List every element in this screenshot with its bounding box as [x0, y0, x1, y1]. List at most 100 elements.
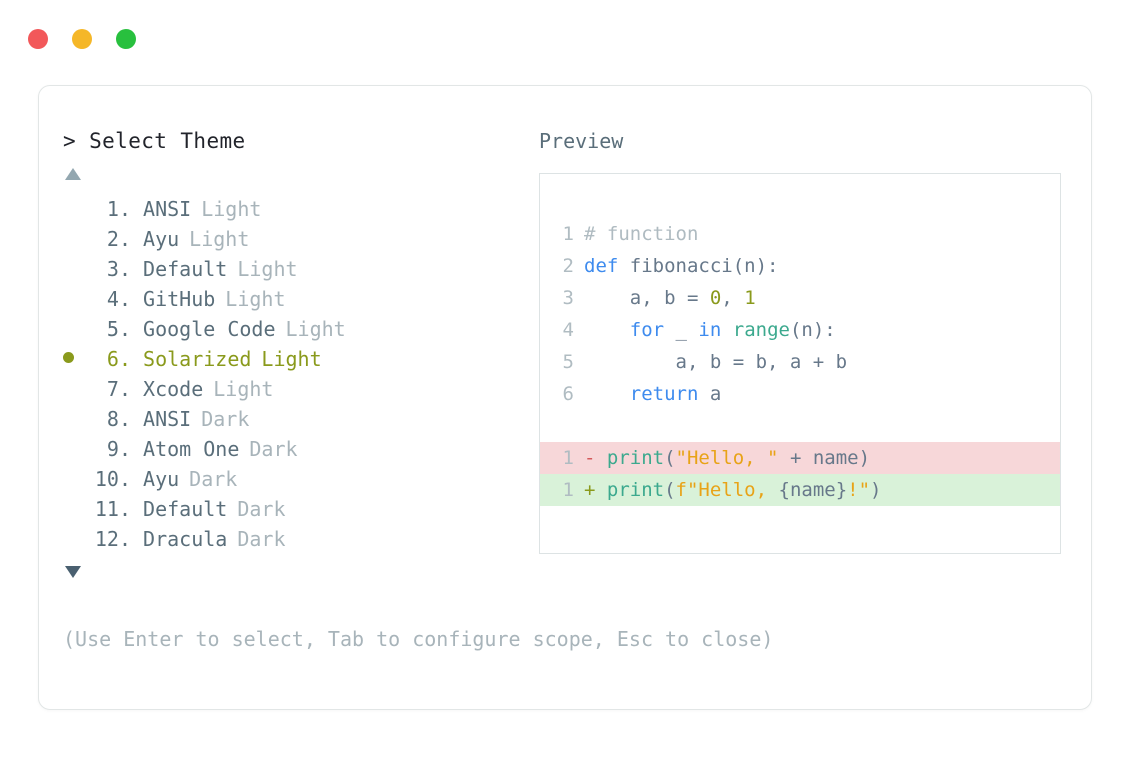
code-token: # function: [584, 223, 699, 245]
theme-item-variant: Light: [213, 377, 274, 401]
code-line-number: 2: [562, 255, 574, 277]
code-token: "Hello, ": [675, 447, 779, 469]
theme-item-name: Xcode: [131, 377, 204, 401]
theme-item-variant: Light: [285, 317, 346, 341]
scroll-down-icon[interactable]: [65, 566, 81, 578]
theme-list-item[interactable]: 6. Solarized Light: [63, 344, 533, 374]
theme-item-number: 2.: [106, 227, 131, 251]
theme-item-number: 1.: [106, 197, 131, 221]
code-token: def: [584, 255, 630, 277]
code-line: 2 def fibonacci(n):: [540, 250, 1060, 282]
code-line-number: 5: [562, 351, 574, 373]
scroll-up-icon[interactable]: [65, 168, 81, 180]
theme-item-variant: Light: [189, 227, 250, 251]
theme-item-number: 4.: [106, 287, 131, 311]
selection-bullet-slot: [63, 344, 89, 374]
code-line: 1# function: [540, 218, 1060, 250]
diff-line-minus: 1- print("Hello, " + name): [540, 442, 1060, 474]
minimize-button[interactable]: [72, 29, 92, 49]
code-line: 5 a, b = b, a + b: [540, 346, 1060, 378]
code-token: !": [847, 479, 871, 501]
theme-item-number: 3.: [106, 257, 131, 281]
code-token: ): [870, 479, 882, 501]
theme-list-item[interactable]: 9. Atom One Dark: [63, 434, 533, 464]
code-token: {name}: [778, 479, 848, 501]
theme-item-variant: Light: [225, 287, 286, 311]
theme-item-number: 6.: [106, 347, 131, 371]
code-sample: 1# function 2 def fibonacci(n): 3 a, b = 0,…: [540, 218, 1060, 410]
theme-item-name: Atom One: [131, 437, 240, 461]
page-title: > Select Theme: [63, 129, 246, 153]
theme-list-item[interactable]: 7. Xcode Light: [63, 374, 533, 404]
theme-item-name: Solarized: [131, 347, 252, 371]
diff-line-plus: 1 + print(f"Hello, {name}!"): [540, 474, 1060, 506]
diff-marker: -: [584, 447, 607, 469]
theme-item-variant: Dark: [201, 407, 250, 431]
code-token: + name): [778, 447, 871, 469]
theme-list-item[interactable]: 4. GitHub Light: [63, 284, 533, 314]
theme-item-variant: Dark: [189, 467, 238, 491]
theme-item-name: ANSI: [131, 197, 192, 221]
diff-line-number: 1: [562, 447, 574, 469]
preview-label: Preview: [539, 129, 624, 153]
theme-list-item[interactable]: 2. Ayu Light: [63, 224, 533, 254]
code-token: print: [606, 479, 665, 501]
code-line: 3 a, b = 0, 1: [540, 282, 1060, 314]
theme-item-number: 5.: [106, 317, 131, 341]
diff-marker: +: [584, 479, 607, 501]
theme-list-item[interactable]: 10. Ayu Dark: [63, 464, 533, 494]
code-token: print: [606, 447, 665, 469]
diff-line-number: 1: [562, 479, 574, 501]
code-line-number: 3: [562, 287, 574, 309]
theme-item-variant: Light: [237, 257, 298, 281]
theme-item-name: ANSI: [131, 407, 192, 431]
code-token: _: [664, 319, 699, 341]
close-button[interactable]: [28, 29, 48, 49]
theme-item-name: Dracula: [131, 527, 228, 551]
code-spacer: [540, 410, 1060, 442]
theme-item-name: GitHub: [131, 287, 216, 311]
theme-item-name: Default: [131, 497, 228, 521]
code-token: range: [732, 319, 790, 341]
theme-list-item[interactable]: 5. Google Code Light: [63, 314, 533, 344]
code-token: a, b =: [584, 287, 710, 309]
theme-item-number: 11.: [94, 497, 131, 521]
theme-item-name: Google Code: [131, 317, 276, 341]
theme-item-name: Ayu: [131, 227, 180, 251]
theme-list-item[interactable]: 1. ANSI Light: [63, 194, 533, 224]
code-token: 0: [709, 287, 722, 309]
theme-item-name: Ayu: [131, 467, 180, 491]
code-token: [584, 319, 630, 341]
code-token: a: [698, 383, 722, 405]
theme-item-number: 7.: [106, 377, 131, 401]
theme-item-variant: Light: [261, 347, 322, 371]
code-token: f"Hello,: [675, 479, 779, 501]
code-token: (: [664, 447, 676, 469]
theme-item-number: 9.: [106, 437, 131, 461]
maximize-button[interactable]: [116, 29, 136, 49]
theme-item-number: 10.: [94, 467, 131, 491]
code-line-number: 6: [562, 383, 574, 405]
theme-item-variant: Dark: [249, 437, 298, 461]
theme-item-variant: Light: [201, 197, 262, 221]
code-line: 6 return a: [540, 378, 1060, 410]
code-token: (: [664, 479, 676, 501]
code-token: return: [629, 383, 699, 405]
theme-item-variant: Dark: [237, 527, 286, 551]
code-token: for: [629, 319, 665, 341]
code-token: [721, 319, 732, 341]
code-token: [584, 383, 630, 405]
window-controls: [28, 29, 136, 49]
code-token: in: [698, 319, 722, 341]
code-token: fibonacci(n):: [629, 255, 779, 277]
